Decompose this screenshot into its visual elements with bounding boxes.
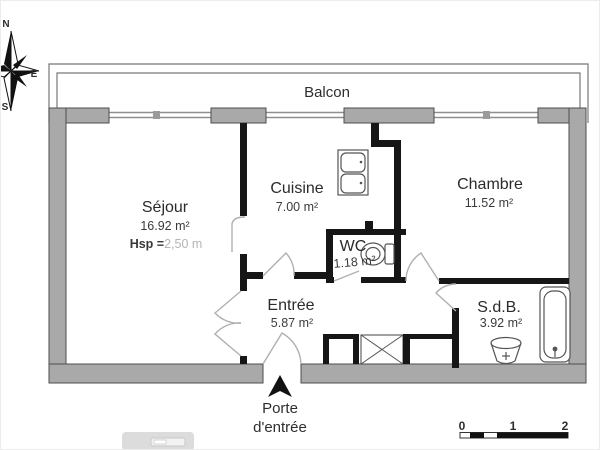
wall-wc-top: [326, 229, 406, 235]
wall-duct-nub: [365, 221, 373, 230]
compass-south-label: S: [2, 102, 9, 113]
wall-wc-bottom: [361, 277, 406, 283]
door-arc-cuisine: [262, 251, 295, 277]
wall-wc-bottom: [326, 277, 334, 283]
balcony-label: Balcon: [304, 84, 350, 101]
wall-sejour-entree-upper: [240, 254, 247, 291]
area-label-chambre: 11.52 m²: [465, 196, 513, 210]
wall-sdb-left: [452, 308, 459, 368]
bathtub-icon: [539, 286, 571, 363]
entrance-door-callout: Porte d'entrée: [253, 375, 307, 436]
balcony-inner-railing: [56, 72, 581, 123]
window-mullion: [153, 111, 160, 119]
scale-tick-2: 2: [562, 419, 569, 433]
entrance-arrow-icon: [268, 375, 292, 397]
left-wall: [48, 107, 67, 384]
bottom-wall-right: [300, 363, 587, 384]
area-label-wc: 1.18 m²: [333, 253, 376, 271]
compass-rose-icon: N E S: [1, 19, 40, 113]
balcony: Balcon: [48, 63, 589, 123]
room-label-sdb: S.d.B.: [477, 299, 521, 316]
door-leaf-wc: [333, 270, 360, 282]
scale-tick-1: 1: [510, 419, 517, 433]
ceiling-height-key: Hsp =: [130, 237, 164, 251]
top-wall-segment: [210, 107, 267, 124]
compass-east-label: E: [31, 69, 38, 80]
area-label-sejour: 16.92 m²: [140, 219, 189, 233]
room-label-cuisine: Cuisine: [270, 180, 323, 197]
wall-cuisine-chambre-elbow: [371, 140, 401, 147]
toilet-icon: [360, 242, 395, 266]
area-label-cuisine: 7.00 m²: [276, 200, 318, 214]
kitchen-sink-icon: [337, 149, 369, 196]
wall-chambre-sdb: [439, 278, 569, 284]
room-label-entree: Entrée: [267, 297, 314, 314]
entrance-door-label-line2: d'entrée: [253, 419, 307, 436]
scale-tick-0: 0: [459, 419, 466, 433]
door-swings: [213, 216, 457, 365]
watermark-logo: [122, 432, 194, 449]
washbasin-icon: [490, 336, 522, 365]
wall-cuisine-entree: [247, 272, 263, 279]
ceiling-height-value: 2,50 m: [164, 237, 202, 251]
compass-north-label: N: [2, 19, 9, 30]
room-label-sejour: Séjour: [142, 199, 189, 216]
interior-walls: [240, 123, 569, 368]
top-wall-segment: [343, 107, 435, 124]
door-arc-sejour-lower: [214, 322, 242, 357]
balcony-outer-railing: [48, 63, 589, 123]
closet-crossed-box-icon: [360, 334, 404, 365]
wall-cuisine-entree: [294, 272, 326, 279]
door-arc-chambre: [405, 252, 440, 282]
area-label-sdb: 3.92 m²: [480, 316, 522, 330]
door-arc-sejour-upper: [213, 290, 242, 324]
door-arc-sejour-cuisine: [231, 216, 246, 226]
window-mullion: [483, 111, 490, 119]
outer-walls: [48, 107, 587, 384]
bottom-wall-left: [48, 363, 264, 384]
room-label-chambre: Chambre: [457, 176, 523, 193]
door-arc-sdb: [435, 283, 457, 312]
wall-cuisine-chambre: [394, 140, 401, 283]
scale-bar: 0 1 2: [459, 419, 569, 439]
area-label-entree: 5.87 m²: [271, 316, 313, 330]
wall-wc-left: [326, 229, 333, 283]
closet: [323, 334, 453, 365]
wall-cuisine-chambre-upper: [371, 123, 379, 142]
wall-sejour-cuisine: [240, 123, 247, 216]
room-label-wc: WC: [340, 238, 367, 255]
windows: [109, 111, 538, 119]
entrance-door-label-line1: Porte: [262, 400, 298, 417]
ceiling-height-label: Hsp =2,50 m: [130, 237, 203, 251]
room-labels: Séjour 16.92 m² Hsp =2,50 m Cuisine 7.00…: [130, 176, 523, 330]
wall-sejour-entree-lower: [240, 356, 247, 364]
door-arc-entrance: [262, 332, 302, 365]
right-wall: [568, 107, 587, 384]
